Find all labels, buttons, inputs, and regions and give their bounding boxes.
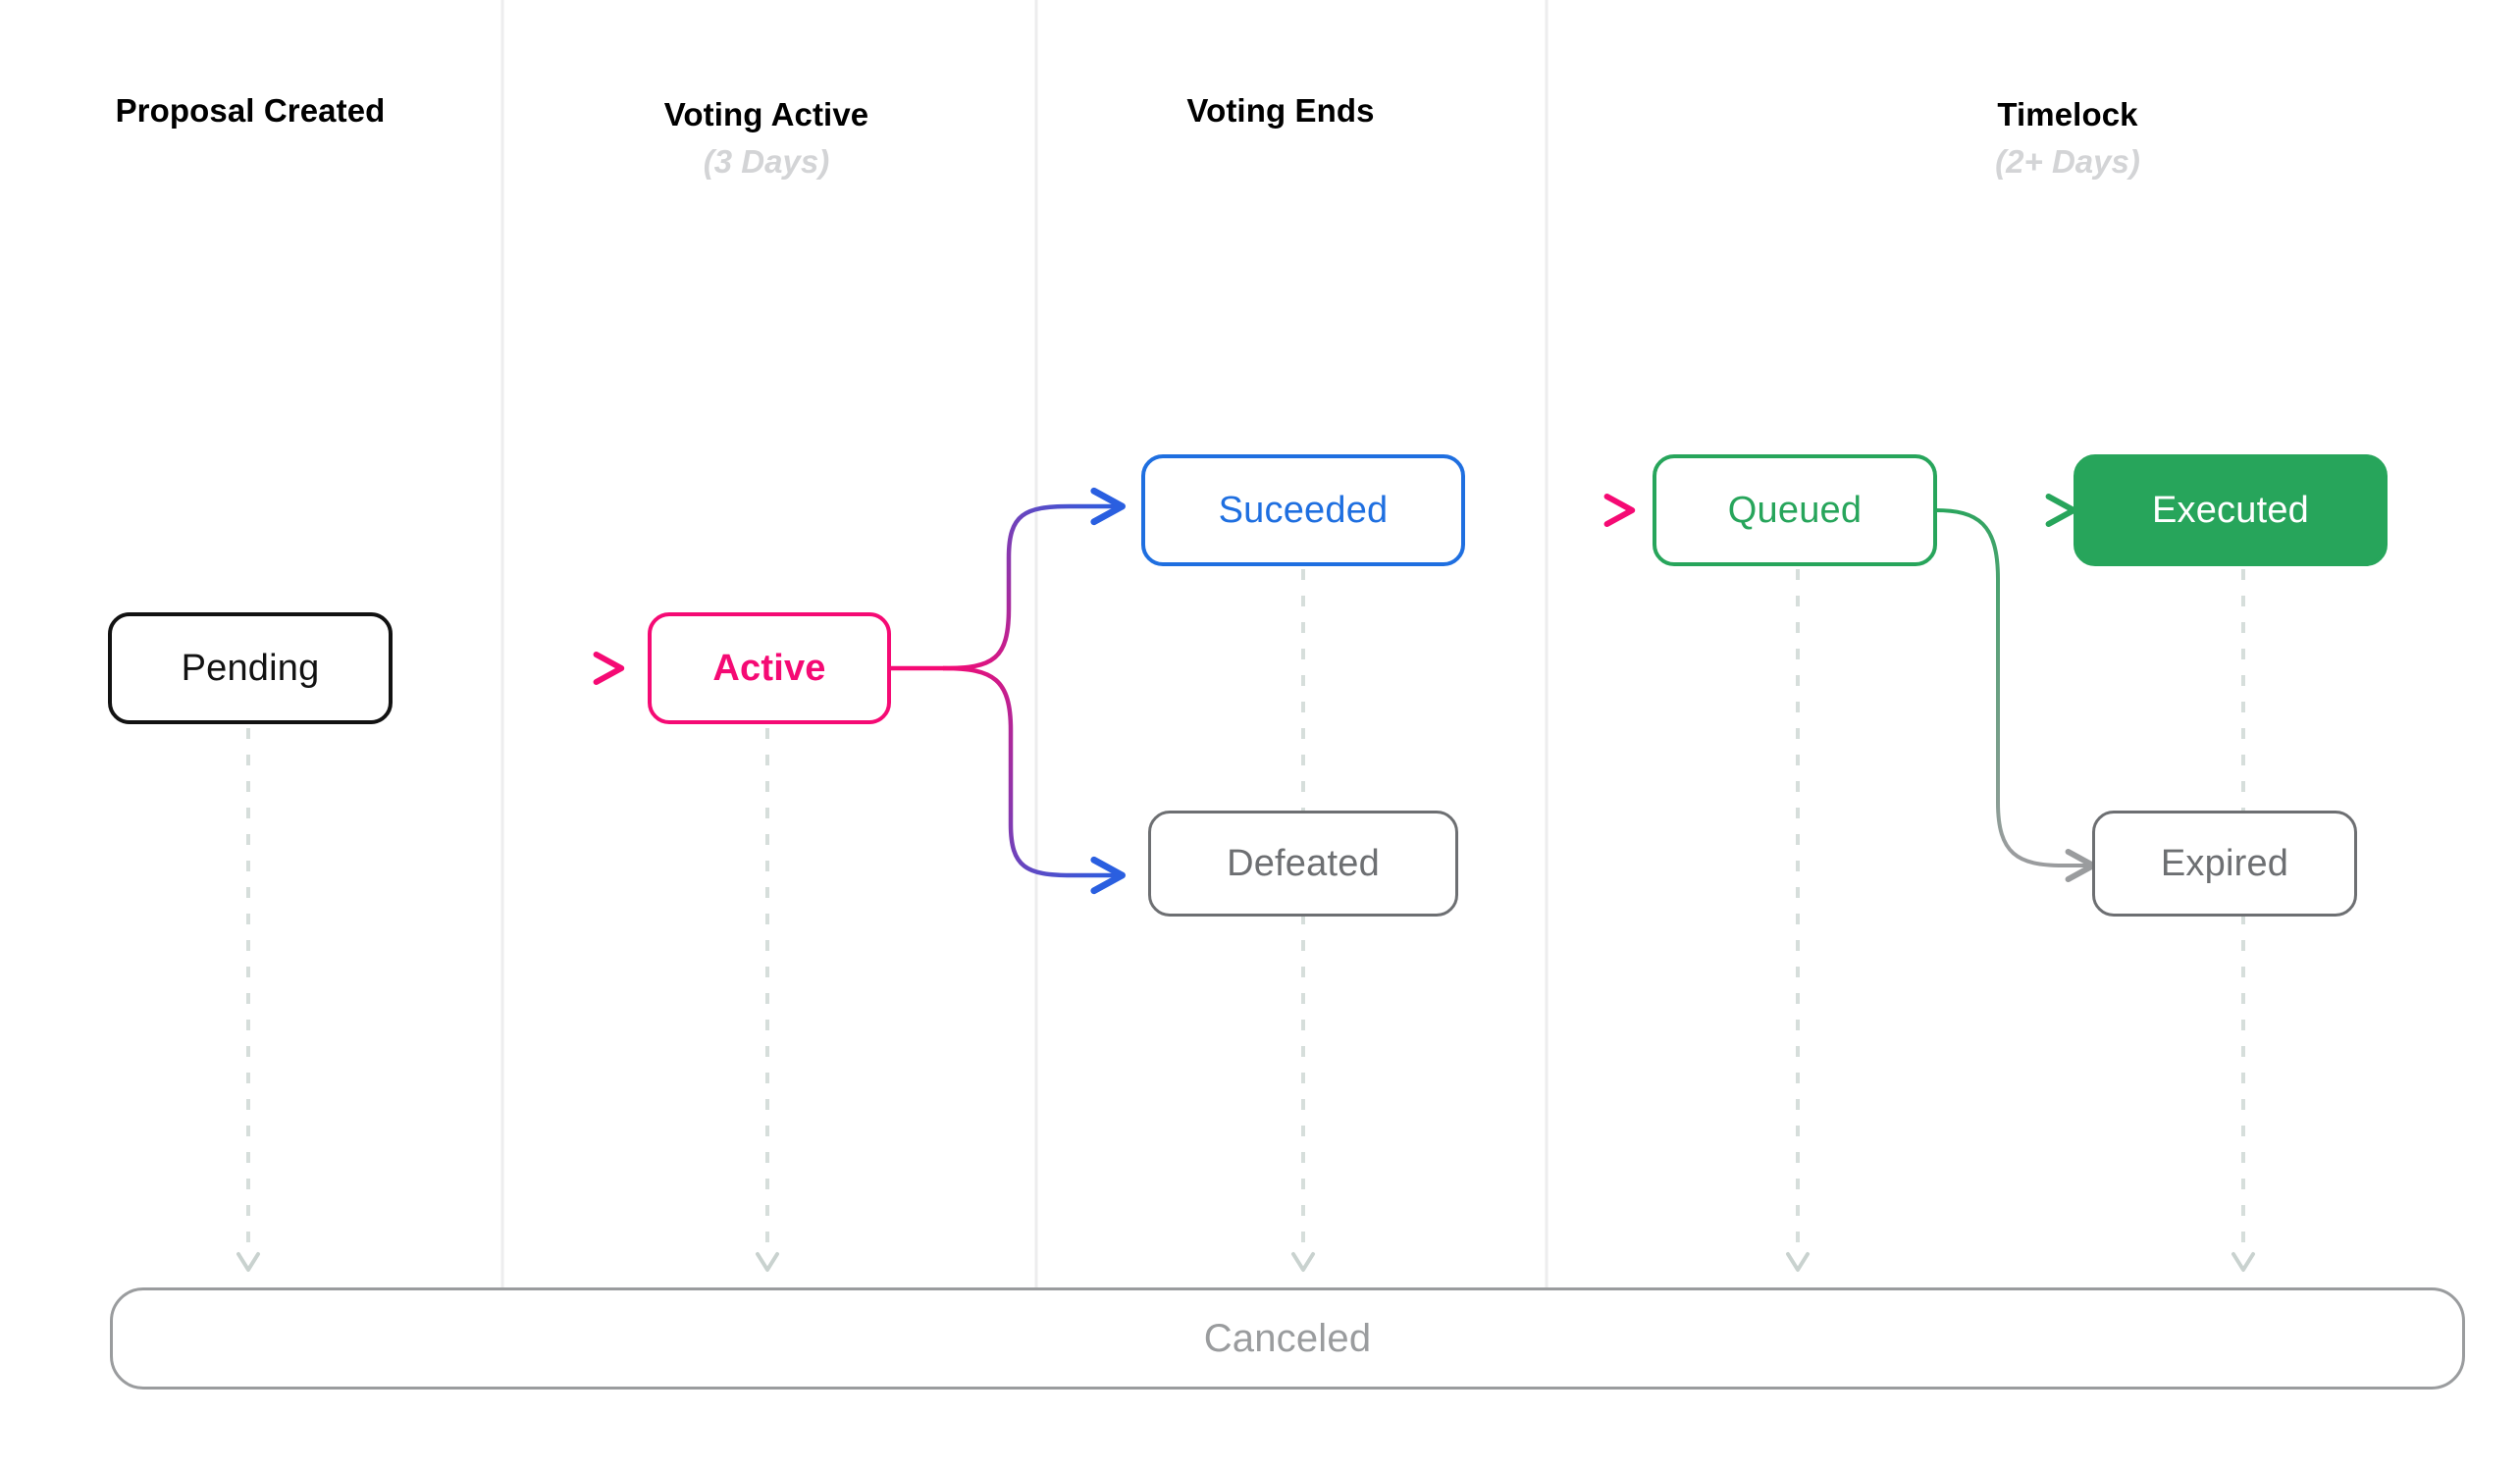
phase-header-timelock: Timelock (2+ Days) — [1857, 94, 2279, 183]
edge-active-branch — [888, 487, 1126, 895]
phase-duration: (2+ Days) — [1995, 143, 2140, 181]
node-expired[interactable]: Expired — [2092, 811, 2357, 917]
node-active[interactable]: Active — [648, 612, 891, 724]
node-defeated[interactable]: Defeated — [1148, 811, 1458, 917]
node-label: Queued — [1727, 489, 1863, 531]
node-suceeded[interactable]: Suceeded — [1141, 454, 1465, 566]
node-label: Defeated — [1227, 842, 1380, 884]
phase-title: Voting Ends — [1186, 92, 1375, 129]
node-label: Executed — [2151, 489, 2310, 531]
node-label: Suceeded — [1218, 489, 1389, 531]
phase-title: Timelock — [1997, 96, 2138, 132]
node-executed[interactable]: Executed — [2074, 454, 2388, 566]
node-queued[interactable]: Queued — [1653, 454, 1937, 566]
phase-header-proposal-created: Proposal Created — [39, 90, 461, 131]
edge-queued-to-expired — [1933, 508, 2097, 882]
node-label: Pending — [181, 647, 320, 689]
node-label: Active — [712, 647, 826, 689]
phase-header-voting-ends: Voting Ends — [1070, 90, 1492, 131]
node-label: Expired — [2160, 842, 2289, 884]
node-pending[interactable]: Pending — [108, 612, 393, 724]
phase-title: Proposal Created — [115, 92, 386, 129]
phase-header-voting-active: Voting Active (3 Days) — [555, 94, 977, 183]
phase-title: Voting Active — [663, 96, 869, 132]
phase-duration: (3 Days) — [703, 143, 830, 181]
node-label: Canceled — [1203, 1316, 1372, 1360]
cancel-drop-arrowheads — [236, 1252, 2255, 1272]
node-canceled[interactable]: Canceled — [110, 1287, 2465, 1390]
